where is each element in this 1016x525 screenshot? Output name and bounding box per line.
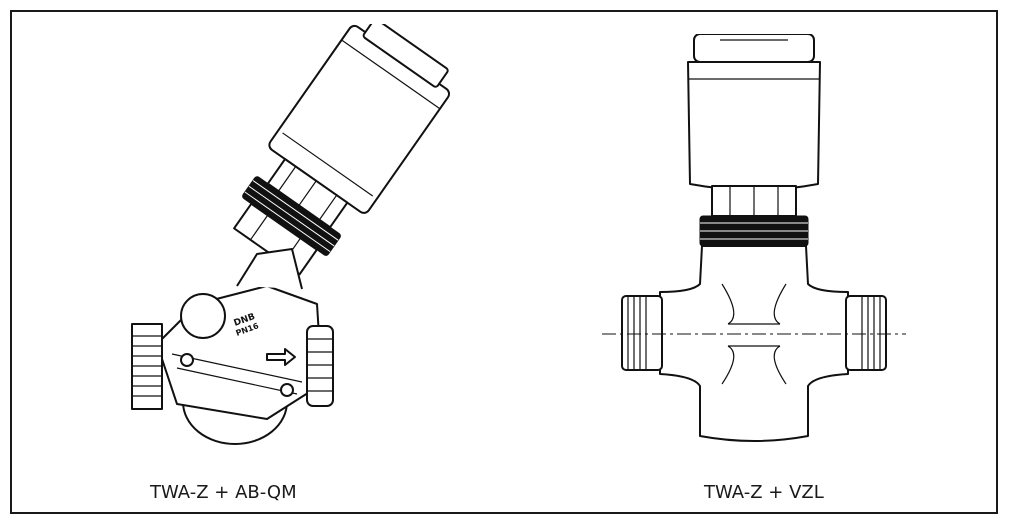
- actuator-twa-z: [233, 24, 451, 276]
- valve-body-vzl: [659, 245, 849, 442]
- figure-twa-z-ab-qm: DNB PN16: [117, 24, 457, 454]
- caption-right: TWA-Z + VZL: [704, 482, 824, 503]
- actuator-cap: [693, 34, 815, 63]
- diagram-frame: DNB PN16: [10, 10, 998, 514]
- ab-qm-valve-drawing: DNB PN16: [131, 24, 451, 445]
- vzl-valve-drawing: [602, 34, 906, 442]
- actuator-body: [687, 61, 821, 191]
- caption-left: TWA-Z + AB-QM: [150, 482, 297, 503]
- left-connection: [621, 295, 663, 371]
- figure-twa-z-vzl: [602, 34, 912, 454]
- valve-body-ab-qm: [131, 248, 334, 445]
- right-connection: [845, 295, 887, 371]
